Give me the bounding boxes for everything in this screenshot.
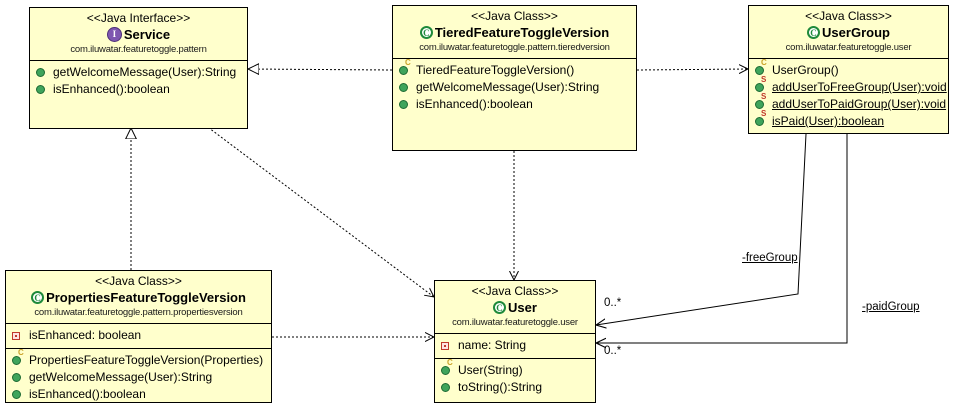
stereotype-service: <<Java Interface>> [86, 11, 191, 25]
method-label: getWelcomeMessage(User):String [416, 80, 600, 94]
method-label: addUserToPaidGroup(User):void [772, 97, 947, 111]
method-list-user: C User(String) toString():String [435, 359, 595, 400]
class-icon: C [31, 291, 45, 304]
edge-tiered-depends-usergroup [636, 69, 748, 70]
class-name-tiered: C TieredFeatureToggleVersion [399, 24, 630, 41]
method-list-usergroup: C UserGroup() S addUserToFreeGroup(User)… [749, 59, 948, 134]
constructor-icon: C [755, 59, 769, 77]
method-list-properties: C PropertiesFeatureToggleVersion(Propert… [6, 349, 271, 405]
interface-icon: I [106, 27, 122, 42]
private-field-icon [441, 339, 455, 352]
method-label: isEnhanced():boolean [29, 387, 146, 401]
constructor-row[interactable]: C TieredFeatureToggleVersion() [397, 59, 634, 79]
class-name-usergroup: C UserGroup [755, 24, 942, 41]
method-label: User(String) [458, 363, 523, 377]
edge-label-free-group: -freeGroup [742, 252, 798, 264]
constructor-icon: C [441, 359, 455, 377]
field-list-properties: isEnhanced: boolean [6, 324, 271, 349]
class-name-service: I Service [36, 26, 241, 43]
edge-label-multiplicity-paid: 0..* [604, 345, 622, 357]
method-icon [36, 83, 50, 96]
edge-usergroup-paidgroup-user [596, 134, 848, 343]
class-header-user: <<Java Class>> C User com.iluwatar.featu… [435, 281, 595, 334]
class-name-text-user: User [508, 300, 537, 315]
method-row[interactable]: isEnhanced():boolean [34, 81, 245, 98]
class-header-usergroup: <<Java Class>> C UserGroup com.iluwatar.… [749, 6, 948, 59]
stereotype-tiered: <<Java Class>> [471, 9, 558, 23]
constructor-row[interactable]: C User(String) [439, 359, 593, 379]
method-list-service: getWelcomeMessage(User):String isEnhance… [30, 61, 247, 102]
method-row[interactable]: isEnhanced():boolean [397, 96, 634, 113]
class-box-tiered-feature-toggle-version[interactable]: <<Java Class>> C TieredFeatureToggleVers… [392, 5, 637, 151]
class-name-text-usergroup: UserGroup [822, 25, 890, 40]
class-box-properties-feature-toggle-version[interactable]: <<Java Class>> C PropertiesFeatureToggle… [5, 270, 272, 403]
constructor-row[interactable]: C UserGroup() [753, 59, 946, 79]
method-icon [12, 388, 26, 401]
method-icon [441, 381, 455, 394]
method-list-tiered: C TieredFeatureToggleVersion() getWelcom… [393, 59, 636, 117]
class-name-text-tiered: TieredFeatureToggleVersion [434, 25, 610, 40]
static-method-row[interactable]: S addUserToPaidGroup(User):void [753, 93, 947, 113]
method-row[interactable]: getWelcomeMessage(User):String [397, 79, 634, 96]
method-label: toString():String [458, 380, 543, 394]
field-label: name: String [458, 338, 527, 352]
edge-tiered-realizes-service [248, 69, 393, 70]
class-header-tiered: <<Java Class>> C TieredFeatureToggleVers… [393, 6, 636, 59]
field-list-user: name: String [435, 334, 595, 359]
edge-usergroup-freegroup-user [596, 133, 807, 325]
package-name-tiered: com.iluwatar.featuretoggle.pattern.tiere… [419, 42, 610, 53]
constructor-icon: C [12, 349, 26, 367]
method-row[interactable]: isEnhanced():boolean [10, 386, 269, 403]
edge-label-paid-group: -paidGroup [862, 301, 920, 313]
method-label: isPaid(User):boolean [772, 114, 885, 128]
class-icon: C [493, 301, 507, 314]
method-label: getWelcomeMessage(User):String [29, 370, 213, 384]
method-row[interactable]: getWelcomeMessage(User):String [10, 369, 269, 386]
static-method-icon: S [755, 93, 769, 111]
class-header-properties: <<Java Class>> C PropertiesFeatureToggle… [6, 271, 271, 324]
method-label: isEnhanced():boolean [416, 97, 533, 111]
static-method-row[interactable]: S addUserToFreeGroup(User):void [753, 76, 947, 96]
static-method-icon: S [755, 76, 769, 94]
class-icon: C [419, 26, 433, 39]
stereotype-user: <<Java Class>> [471, 284, 559, 298]
method-icon [36, 66, 50, 79]
method-icon [12, 371, 26, 384]
method-label: UserGroup() [772, 63, 839, 77]
method-label: isEnhanced():boolean [53, 82, 170, 96]
constructor-row[interactable]: C PropertiesFeatureToggleVersion(Propert… [10, 349, 269, 369]
field-row[interactable]: name: String [439, 337, 593, 354]
class-name-text-properties: PropertiesFeatureToggleVersion [46, 290, 246, 305]
method-label: getWelcomeMessage(User):String [53, 65, 237, 79]
class-name-text-service: Service [123, 27, 171, 42]
class-name-properties: C PropertiesFeatureToggleVersion [12, 289, 265, 306]
package-name-user: com.iluwatar.featuretoggle.user [452, 317, 578, 328]
method-row[interactable]: toString():String [439, 379, 593, 396]
method-label: PropertiesFeatureToggleVersion(Propertie… [29, 353, 264, 367]
package-name-properties: com.iluwatar.featuretoggle.pattern.prope… [34, 307, 243, 318]
stereotype-usergroup: <<Java Class>> [805, 9, 892, 23]
stereotype-properties: <<Java Class>> [95, 274, 182, 288]
method-icon [399, 81, 413, 94]
class-header-service: <<Java Interface>> I Service com.iluwata… [30, 8, 247, 61]
constructor-icon: C [399, 59, 413, 77]
edge-label-multiplicity-free: 0..* [604, 297, 622, 309]
method-icon [399, 98, 413, 111]
method-label: TieredFeatureToggleVersion() [416, 63, 575, 77]
class-box-user-group[interactable]: <<Java Class>> C UserGroup com.iluwatar.… [748, 5, 949, 134]
private-field-icon [12, 329, 26, 342]
package-name-usergroup: com.iluwatar.featuretoggle.user [785, 42, 912, 53]
class-box-service[interactable]: <<Java Interface>> I Service com.iluwata… [29, 7, 248, 129]
field-row[interactable]: isEnhanced: boolean [10, 327, 269, 344]
field-label: isEnhanced: boolean [29, 328, 142, 342]
static-method-icon: S [755, 110, 769, 128]
class-name-user: C User [441, 299, 589, 316]
static-method-row[interactable]: S isPaid(User):boolean [753, 110, 946, 130]
package-name-service: com.iluwatar.featuretoggle.pattern [70, 44, 207, 55]
method-row[interactable]: getWelcomeMessage(User):String [34, 64, 245, 81]
method-label: addUserToFreeGroup(User):void [772, 80, 947, 94]
class-icon: C [807, 26, 821, 39]
class-box-user[interactable]: <<Java Class>> C User com.iluwatar.featu… [434, 280, 596, 403]
